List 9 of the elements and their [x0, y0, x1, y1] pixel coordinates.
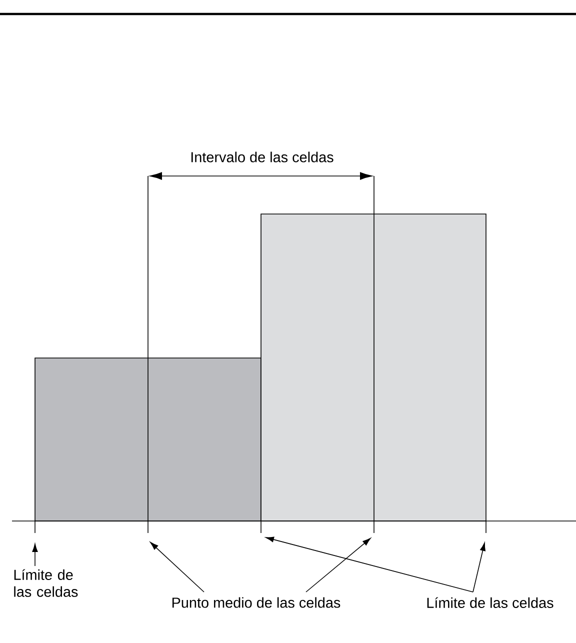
leader-line	[472, 542, 486, 592]
callout-text: Límite de las celdas	[14, 569, 78, 597]
leader-line	[266, 536, 474, 592]
leader-line	[150, 542, 204, 592]
dimension-label: Intervalo de las celdas	[191, 152, 334, 162]
callout-text: Punto medio de las celdas	[172, 597, 340, 608]
leader-line	[306, 538, 371, 592]
leader-line	[32, 544, 38, 566]
callout-text: Límite de las celdas	[427, 597, 554, 608]
